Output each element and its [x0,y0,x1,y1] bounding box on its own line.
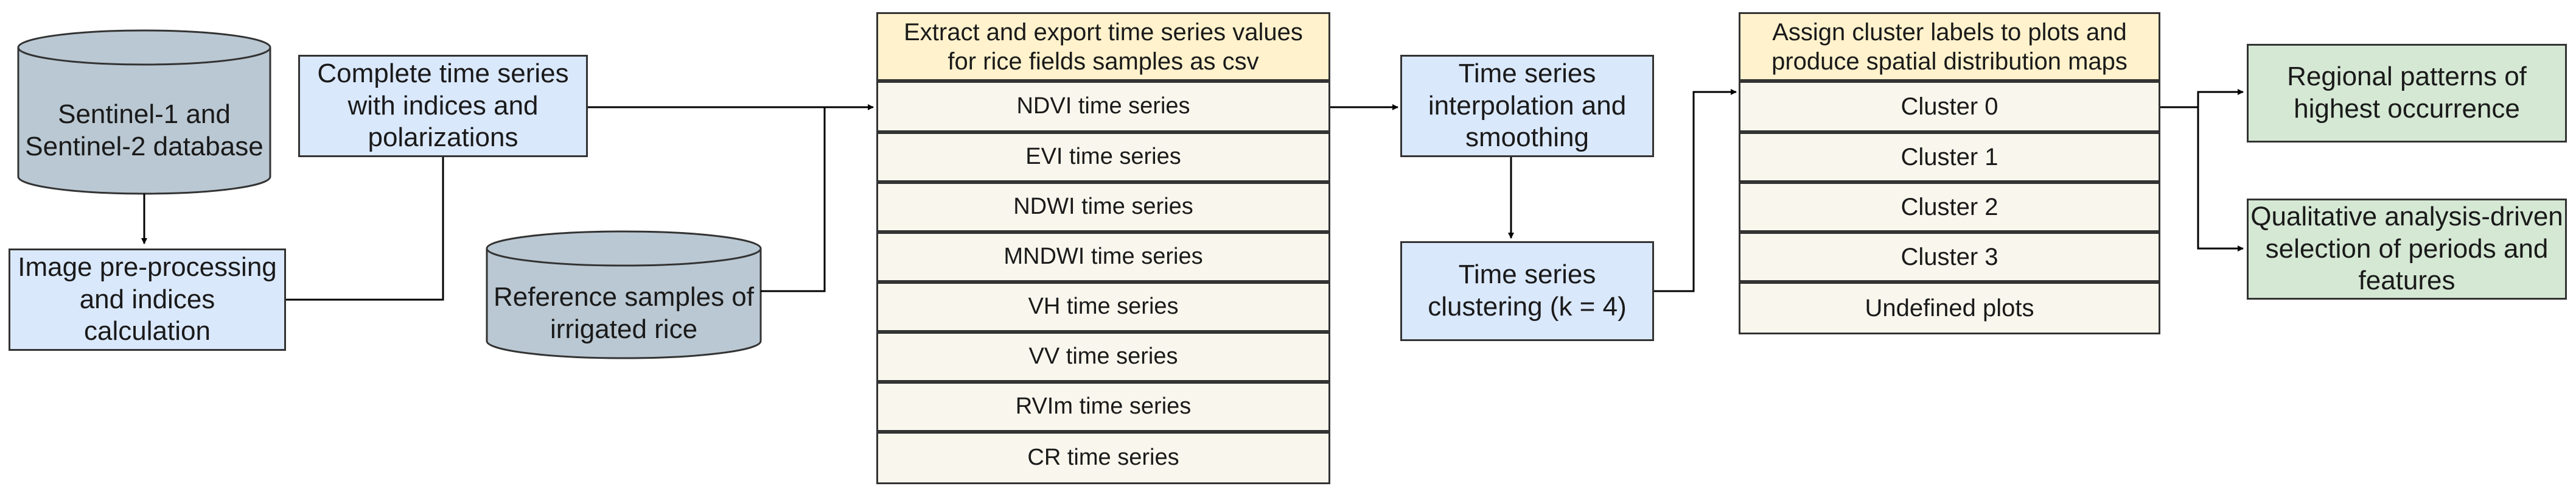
arrow-clustering-to-assign [1654,89,1737,292]
database-label: Sentinel-1 and Sentinel-2 database [25,99,264,161]
cluster-row-3: Cluster 3 [1739,232,2160,282]
series-row-vh: VH time series [876,282,1330,332]
cluster-row-undefined: Undefined plots [1739,282,2160,334]
cluster-row-2: Cluster 2 [1739,182,2160,232]
extract-header: Extract and export time series values fo… [876,12,1330,81]
arrow-cluster0-to-regional [2160,89,2244,108]
qualitative-analysis-box: Qualitative analysis-driven selection of… [2247,199,2567,300]
reference-samples-cylinder [486,230,762,359]
assign-header: Assign cluster labels to plots and produ… [1739,12,2160,81]
complete-series-box: Complete time series with indices and po… [298,55,588,157]
database-cylinder [17,29,271,195]
cluster-row-1: Cluster 1 [1739,132,2160,182]
series-row-ndvi: NDVI time series [876,81,1330,132]
arrow-cluster0-to-qualitative [2160,106,2244,252]
line-reference-to-extract [761,107,826,292]
connectors [141,89,2244,301]
clustering-box: Time series clustering (k = 4) [1400,241,1654,341]
series-row-vv: VV time series [876,332,1330,382]
series-row-ndwi: NDWI time series [876,182,1330,232]
series-row-mndwi: MNDWI time series [876,232,1330,282]
cluster-row-0: Cluster 0 [1739,81,2160,132]
series-row-evi: EVI time series [876,132,1330,182]
series-row-cr: CR time series [876,432,1330,484]
series-row-rvim: RVIm time series [876,382,1330,432]
arrow-preprocessing-to-complete-series [286,129,446,301]
preprocessing-box: Image pre-processing and indices calcula… [9,248,286,351]
interpolation-box: Time series interpolation and smoothing [1400,55,1654,157]
reference-samples-label: Reference samples of irrigated rice [494,282,754,344]
regional-patterns-box: Regional patterns of highest occurrence [2247,44,2567,143]
